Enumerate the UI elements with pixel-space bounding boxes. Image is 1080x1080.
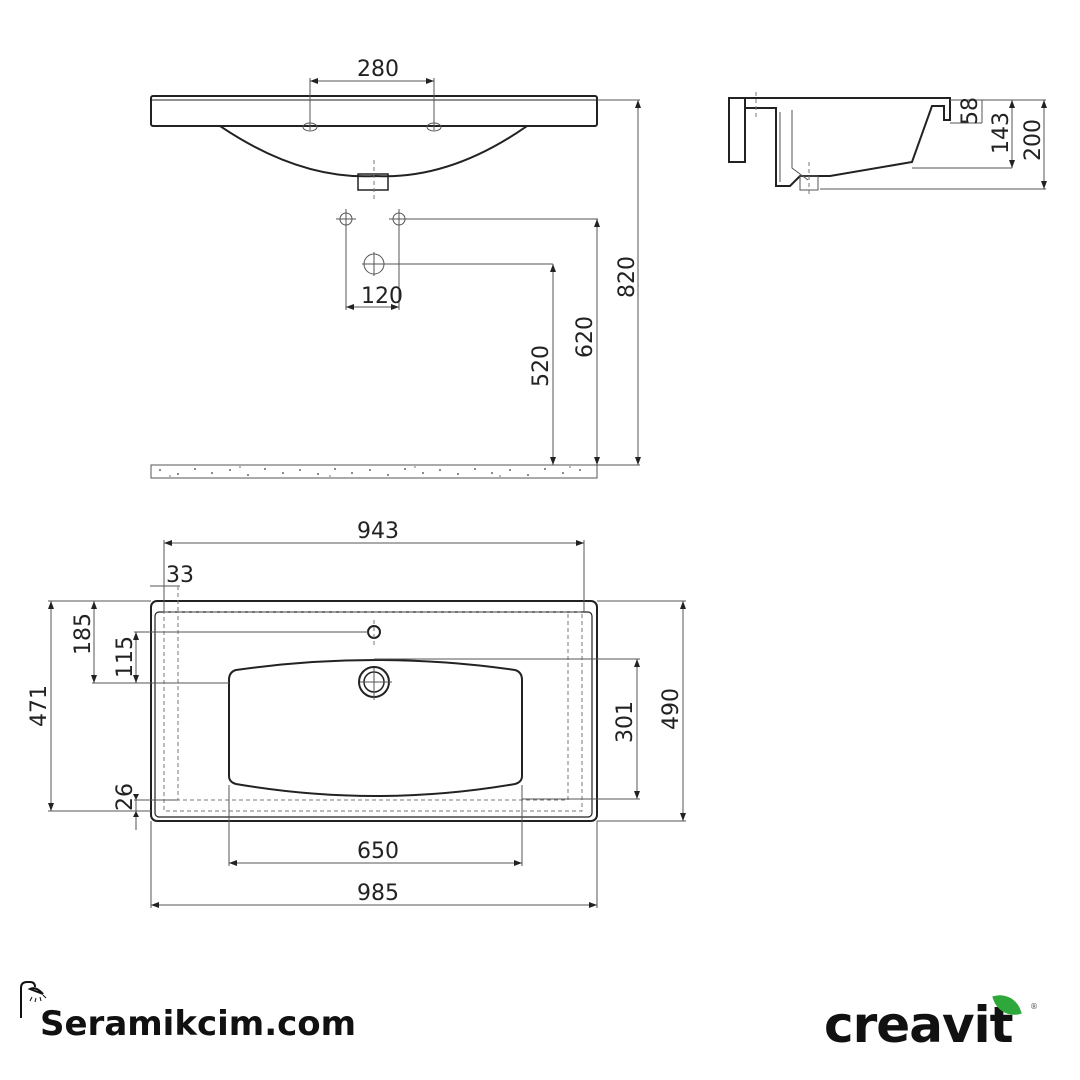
seramikcim-logo: Seramikcim.com — [40, 1004, 357, 1044]
creavit-logo: creavit — [824, 996, 1014, 1054]
dim-total-depth-right: 490 — [659, 688, 684, 730]
dim-top-height: 820 — [615, 256, 640, 298]
dim-tap-height: 620 — [573, 316, 598, 358]
dim-bowl-depth-top: 301 — [613, 701, 638, 743]
dim-hole-offset: 120 — [361, 284, 403, 309]
dim-side-margin: 33 — [166, 563, 194, 588]
dim-tap-spacing: 280 — [357, 57, 399, 82]
dim-bowl-depth-side: 143 — [989, 112, 1014, 154]
dim-tap-to-bowl: 115 — [113, 636, 138, 678]
dim-tap-to-edge: 185 — [71, 613, 96, 655]
dim-total-depth-side: 200 — [1021, 119, 1046, 161]
shower-icon — [20, 981, 47, 1018]
dim-bowl-width: 650 — [357, 839, 399, 864]
dim-total-depth-left: 471 — [27, 685, 52, 727]
front-view: 280 120 520 620 820 — [150, 57, 641, 479]
dim-overall-width: 985 — [357, 881, 399, 906]
floor-hatch — [150, 464, 598, 479]
registered-mark: ® — [1030, 1002, 1038, 1011]
dim-bottom-margin: 26 — [113, 783, 138, 811]
dim-overflow-depth: 58 — [958, 97, 983, 125]
dim-inner-width: 943 — [357, 519, 399, 544]
top-view: 943 33 471 185 115 26 301 490 — [27, 519, 686, 908]
side-view: 58 143 200 — [728, 92, 1047, 195]
dim-drain-height: 520 — [529, 345, 554, 387]
